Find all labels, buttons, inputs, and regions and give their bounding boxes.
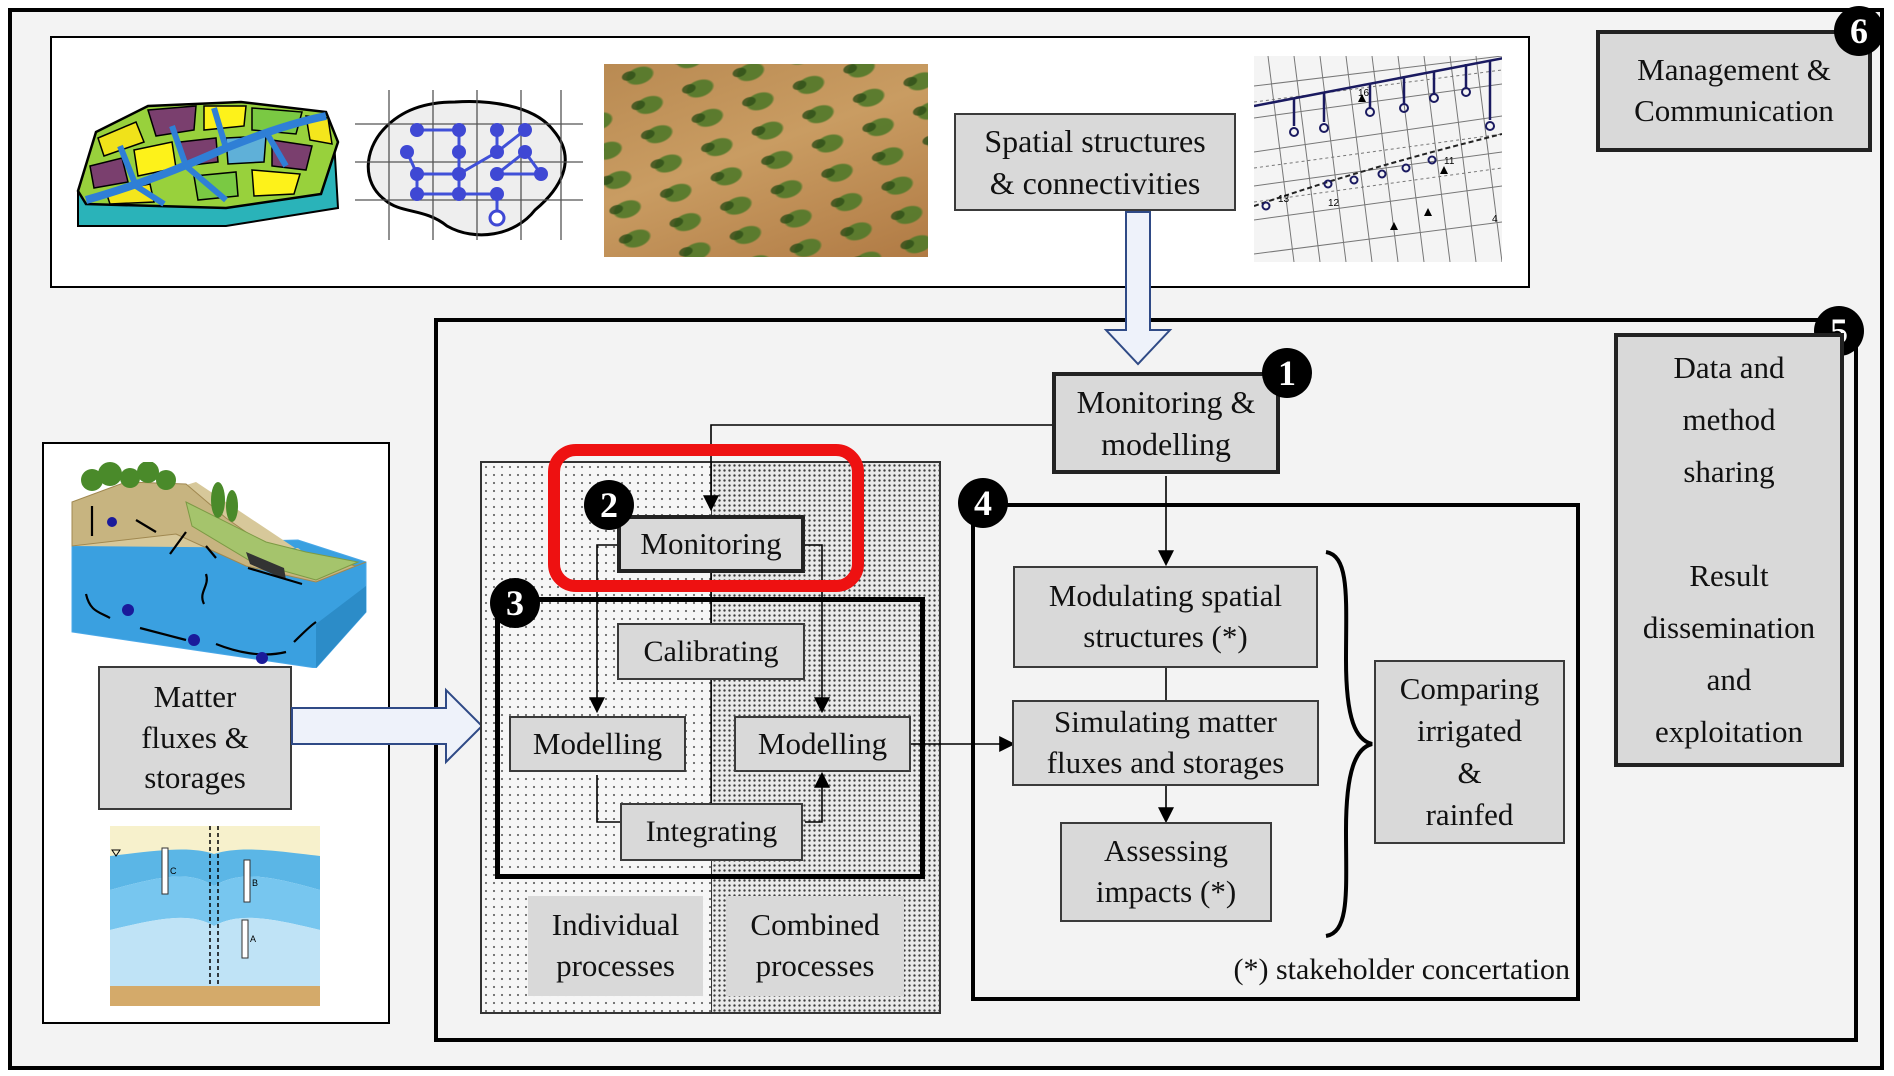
integrating-box: Integrating (620, 803, 803, 861)
badge-3: 3 (490, 578, 540, 628)
modulating-structures-box: Modulating spatial structures (*) (1013, 566, 1318, 668)
monitoring-highlight (548, 444, 864, 592)
spatial-structures-box: Spatial structures & connectivities (954, 113, 1236, 211)
combined-processes-label: Combined processes (726, 896, 904, 996)
modelling-individual-box: Modelling (509, 716, 686, 772)
integration-frame (495, 597, 925, 879)
matter-to-processes-arrow (291, 687, 484, 765)
hillslope-block-illustration (71, 462, 367, 668)
well-label-c: C (170, 866, 177, 876)
modelling-combined-box: Modelling (734, 716, 911, 772)
badge-6: 6 (1834, 6, 1884, 56)
monitoring-box: Monitoring (617, 515, 805, 573)
wells-section-illustration: C B A (110, 826, 320, 1006)
orchard-photo (604, 64, 928, 257)
map-label-11: 11 (1444, 156, 1455, 167)
badge-1: 1 (1262, 348, 1312, 398)
field-parcels-illustration (76, 100, 340, 227)
map-label-12: 12 (1328, 198, 1340, 209)
map-label-16: 16 (1358, 88, 1370, 99)
matter-fluxes-box: Matter fluxes & storages (98, 666, 292, 810)
simulating-fluxes-box: Simulating matter fluxes and storages (1012, 700, 1319, 786)
map-label-13: 13 (1278, 194, 1290, 205)
assessing-impacts-box: Assessing impacts (*) (1060, 822, 1272, 922)
monitoring-modelling-box: Monitoring & modelling (1052, 372, 1280, 474)
badge-4: 4 (958, 478, 1008, 528)
map-label-4: 4 (1492, 214, 1498, 225)
network-grid-illustration (355, 90, 583, 240)
well-label-b: B (252, 878, 258, 888)
spatial-to-monitoring-arrow (1103, 211, 1173, 366)
data-sharing-box: Data and method sharing Result dissemina… (1614, 333, 1844, 767)
management-communication-box: Management & Communication (1596, 30, 1872, 152)
individual-processes-label: Individual processes (528, 896, 703, 996)
stakeholder-note: (*) stakeholder concertation (1233, 953, 1570, 987)
well-label-a: A (250, 934, 256, 944)
assessment-frame (971, 503, 1580, 1001)
badge-2: 2 (584, 480, 634, 530)
calibrating-box: Calibrating (617, 623, 805, 680)
drainage-map-illustration: 16 11 12 13 4 (1254, 56, 1502, 262)
comparing-box: Comparing irrigated & rainfed (1374, 660, 1565, 844)
